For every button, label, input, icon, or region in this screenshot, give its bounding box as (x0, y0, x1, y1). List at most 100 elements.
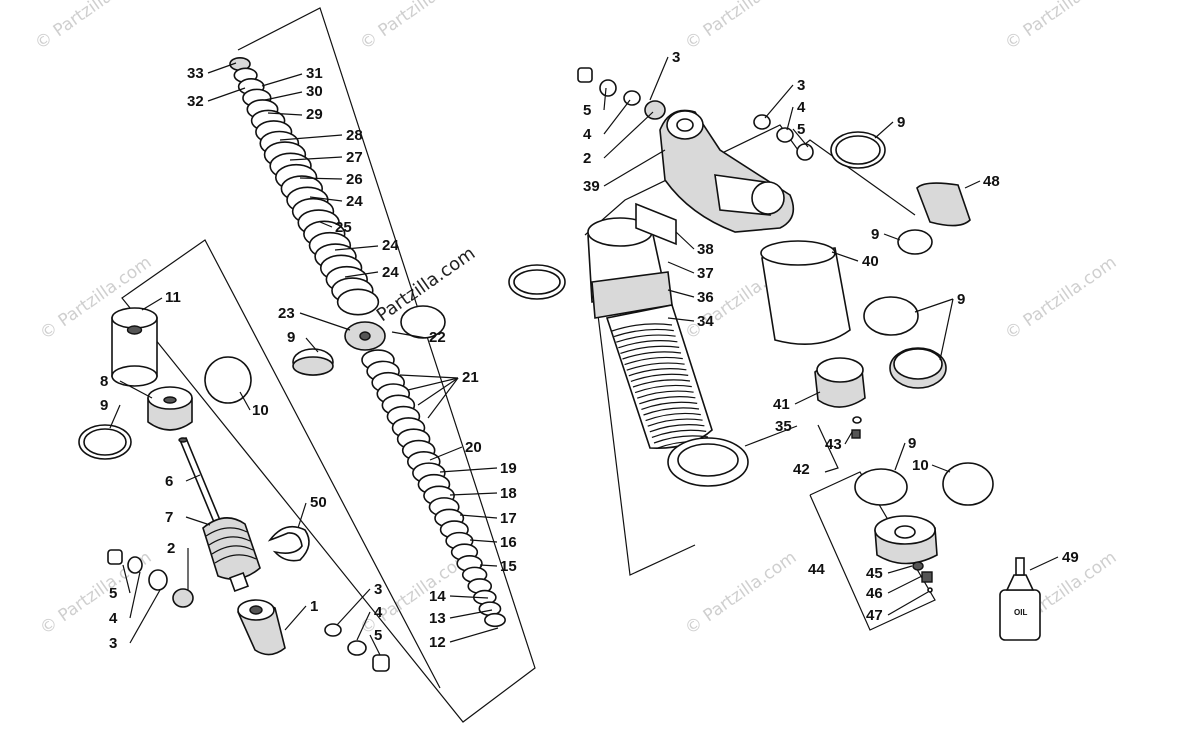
watermark: © Partzilla.com (1001, 0, 1120, 54)
leader-line (141, 297, 163, 311)
callout-37: 37 (697, 265, 714, 282)
shaft-part (178, 437, 224, 528)
bushing-part (107, 549, 123, 565)
callout-5: 5 (583, 102, 591, 119)
leader-line (264, 91, 303, 101)
shock-body-assembly: OIL (577, 67, 1041, 641)
callout-16: 16 (500, 534, 517, 551)
leader-line (239, 391, 251, 411)
watermark: © Partzilla.com (681, 0, 800, 54)
callout-43: 43 (825, 436, 842, 453)
leader-line (261, 73, 303, 87)
leader-line (449, 627, 499, 643)
callout-9: 9 (287, 329, 295, 346)
leader-line (185, 516, 211, 526)
callout-22: 22 (429, 329, 446, 346)
callout-2: 2 (583, 150, 591, 167)
leader-line (429, 446, 463, 461)
leader-line (407, 377, 459, 391)
callout-9: 9 (897, 114, 905, 131)
callout-48: 48 (983, 173, 1000, 190)
leader-line (122, 564, 131, 594)
leader-line (914, 298, 954, 313)
callout-14: 14 (429, 588, 446, 605)
leader-line (667, 317, 695, 322)
callout-2: 2 (167, 540, 175, 557)
callout-45: 45 (866, 565, 883, 582)
callout-40: 40 (862, 253, 879, 270)
leader-line (344, 271, 379, 278)
callout-47: 47 (866, 607, 883, 624)
shim-washer (484, 612, 506, 628)
leader-line (299, 312, 351, 331)
leader-line (119, 380, 153, 399)
leader-line (939, 298, 954, 361)
leader-line (887, 575, 923, 594)
leader-line (449, 595, 489, 599)
leader-line (391, 331, 427, 339)
end-cap-part (147, 386, 193, 431)
callout-25: 25 (335, 219, 352, 236)
callout-12: 12 (429, 634, 446, 651)
callout-32: 32 (187, 93, 204, 110)
leader-line (675, 231, 695, 250)
leader-line (356, 611, 371, 641)
oil-bottle-label: OIL (1014, 608, 1027, 617)
leader-line (883, 233, 901, 241)
callout-5: 5 (374, 627, 382, 644)
watermark: © Partzilla.com (31, 0, 150, 54)
shaft-assembly (78, 307, 390, 672)
seal-part (204, 356, 252, 404)
leader-line (334, 245, 379, 251)
callout-41: 41 (773, 396, 790, 413)
leader-line (427, 377, 459, 419)
callout-15: 15 (500, 558, 517, 575)
callout-33: 33 (187, 65, 204, 82)
shim-washer (336, 288, 380, 316)
watermark: © Partzilla.com (681, 547, 800, 639)
callout-24: 24 (346, 193, 363, 210)
callout-44: 44 (808, 561, 825, 578)
leader-line (603, 99, 631, 135)
callout-29: 29 (306, 106, 323, 123)
leader-line (887, 565, 913, 574)
callout-34: 34 (697, 313, 714, 330)
callout-10: 10 (912, 457, 929, 474)
callout-1: 1 (310, 598, 318, 615)
callout-23: 23 (278, 305, 295, 322)
leader-line (336, 588, 371, 626)
leader-line (185, 474, 201, 482)
leader-line (129, 571, 141, 619)
callout-46: 46 (866, 585, 883, 602)
callout-9: 9 (957, 291, 965, 308)
leader-line (299, 177, 343, 180)
callout-3: 3 (374, 581, 382, 598)
leader-line (667, 261, 695, 274)
callout-17: 17 (500, 510, 517, 527)
leader-line (1029, 556, 1059, 571)
callout-6: 6 (165, 473, 173, 490)
leader-line (129, 589, 161, 644)
callout-4: 4 (797, 99, 806, 116)
leader-line (479, 564, 498, 567)
watermark: © Partzilla.com (1001, 252, 1120, 344)
clip-part (267, 525, 310, 562)
callout-8: 8 (100, 373, 108, 390)
leader-line (894, 442, 906, 471)
callout-24: 24 (382, 264, 399, 281)
leader-line (792, 128, 809, 148)
callout-24: 24 (382, 237, 399, 254)
callout-50: 50 (310, 494, 327, 511)
leader-line (469, 539, 498, 543)
callout-13: 13 (429, 610, 446, 627)
leader-line (284, 605, 307, 631)
callout-36: 36 (697, 289, 714, 306)
leader-line (603, 87, 607, 111)
leader-line (399, 374, 459, 379)
callout-4: 4 (374, 604, 383, 621)
leader-line (831, 251, 859, 262)
callout-39: 39 (583, 178, 600, 195)
leader-line (309, 196, 343, 202)
callout-38: 38 (697, 241, 714, 258)
leader-line (417, 377, 459, 406)
